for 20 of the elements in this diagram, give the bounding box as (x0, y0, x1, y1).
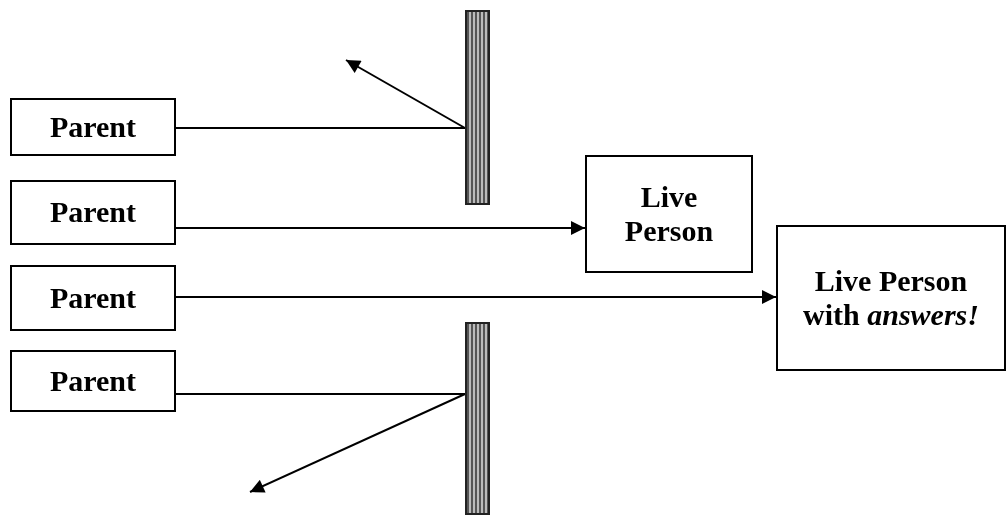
label-box (776, 225, 1006, 371)
arrow (249, 393, 466, 493)
box-label: Parent (49, 109, 137, 145)
label-box (10, 350, 176, 412)
barrier-bar (465, 322, 490, 515)
box-label: Live Person (623, 179, 715, 249)
arrow (345, 59, 466, 129)
label-box (585, 155, 753, 273)
box-label: Parent (49, 363, 137, 399)
connector-line (175, 393, 466, 395)
box-label: Parent (49, 280, 137, 316)
arrow (175, 290, 777, 304)
box-label: Live Person with answers! (802, 263, 980, 333)
barrier-bar (465, 10, 490, 205)
box-label: Parent (49, 195, 137, 230)
label-box (10, 180, 176, 245)
label-box (10, 98, 176, 156)
connector-line (175, 127, 466, 129)
arrow (175, 221, 586, 235)
label-box (10, 265, 176, 331)
